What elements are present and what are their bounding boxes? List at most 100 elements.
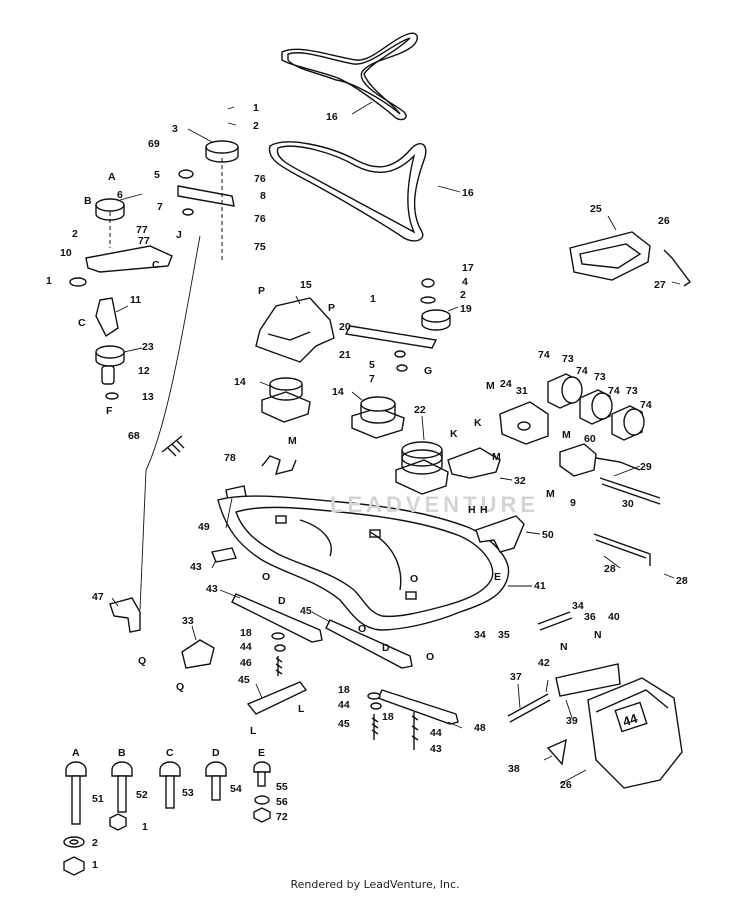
callout: 42 [538, 657, 550, 669]
callout: 37 [510, 671, 522, 683]
callout: 44 [430, 727, 442, 739]
callout: 69 [148, 138, 160, 150]
hardware-letter: A [72, 747, 80, 759]
ref-letter: M [562, 429, 571, 441]
hardware-number: 1 [142, 821, 148, 833]
bracket-48 [109, 597, 141, 633]
belt-guard-15 [255, 297, 335, 363]
callout: 18 [382, 711, 394, 723]
callout: 74 [538, 349, 550, 361]
callout: 15 [300, 279, 312, 291]
callout: 78 [224, 452, 236, 464]
idler-bracket-24 [499, 401, 549, 445]
callout: 2 [72, 228, 78, 240]
callout: 7 [157, 201, 163, 213]
callout: 74 [576, 365, 588, 377]
callout: 43 [206, 583, 218, 595]
callout: 23 [142, 341, 154, 353]
ref-letter: C [78, 317, 86, 329]
belt-16-lower [268, 141, 427, 242]
hardware-number: 2 [92, 837, 98, 849]
callout: 18 [338, 684, 350, 696]
chute-badge-text: 44 [621, 710, 640, 729]
hardware-number: 52 [136, 789, 148, 801]
callout: 49 [198, 521, 210, 533]
hardware-labels: A 51 B 52 C 53 D 54 E 55 1 2 1 56 72 [72, 747, 288, 871]
reference-letters: A B C J C F P P G M M M M M K K H H E O … [78, 171, 602, 737]
callout: 75 [254, 241, 266, 253]
callout: 7 [369, 373, 375, 385]
ref-letter: N [560, 641, 568, 653]
callout: 30 [622, 498, 634, 510]
callout-labels: 1 2 3 69 5 76 8 7 76 75 6 77 77 2 10 1 1… [46, 102, 670, 791]
belt-16-upper [281, 32, 418, 121]
callout: 73 [562, 353, 574, 365]
hardware-letter: E [258, 747, 265, 759]
blade-hardware-left [271, 632, 286, 676]
ref-letter: P [258, 285, 265, 297]
rod-28 [593, 533, 651, 566]
ref-letter: G [424, 365, 432, 377]
ref-letter: O [358, 623, 366, 635]
spindle-14-center [351, 396, 405, 439]
callout: 4 [462, 276, 468, 288]
bracket-25 [569, 231, 651, 281]
ref-letter: M [546, 488, 555, 500]
callout: 11 [130, 294, 141, 306]
callout: 44 [240, 641, 252, 653]
callout: 12 [138, 365, 150, 377]
ref-letter: Q [176, 681, 184, 693]
callout: 5 [369, 359, 375, 371]
blade-43-center [325, 619, 413, 669]
callout: 27 [654, 279, 666, 291]
ref-letter: O [426, 651, 434, 663]
decal-49 [211, 547, 237, 563]
callout: 45 [338, 718, 350, 730]
ref-letter: K [474, 417, 482, 429]
roller-73-b [579, 389, 613, 425]
bracket-35 [537, 611, 573, 631]
rod-42 [507, 693, 551, 723]
hardware-number: 53 [182, 787, 194, 799]
callout: 28 [604, 563, 616, 575]
bracket-37 [555, 663, 621, 697]
callout: 14 [234, 376, 246, 388]
idler-assembly-left [69, 140, 239, 611]
callout: 20 [339, 321, 351, 333]
callout: 48 [474, 722, 486, 734]
callout: 74 [640, 399, 652, 411]
ref-letter: A [108, 171, 116, 183]
deflector-39 [546, 738, 567, 766]
ref-letter: D [278, 595, 286, 607]
callout: 21 [339, 349, 351, 361]
callout: 19 [460, 303, 472, 315]
callout: 45 [300, 605, 312, 617]
callout: 18 [240, 627, 252, 639]
bracket-29-31 [559, 443, 641, 477]
hanger-46 [246, 681, 308, 715]
hardware-number: 54 [230, 783, 242, 795]
ref-letter: H [468, 504, 476, 516]
ref-letter: F [106, 405, 113, 417]
callout: 10 [60, 247, 72, 259]
ref-letter: C [152, 259, 160, 271]
callout: 1 [46, 275, 52, 287]
callout: 31 [516, 385, 528, 397]
callout: 73 [626, 385, 638, 397]
callout: 24 [500, 378, 512, 390]
hardware-letter: C [166, 747, 174, 759]
ref-letter: H [480, 504, 488, 516]
callout: 1 [370, 293, 376, 305]
ref-letter: K [450, 428, 458, 440]
callout: 25 [590, 203, 602, 215]
hardware-letter: B [118, 747, 126, 759]
ref-letter: B [84, 195, 92, 207]
hardware-number: 51 [92, 793, 104, 805]
blade-hardware-center [411, 712, 419, 750]
callout: 35 [498, 629, 510, 641]
roller-73-c [611, 405, 645, 441]
spindle-14-left [261, 377, 311, 423]
callout: 43 [190, 561, 202, 573]
callout: 13 [142, 391, 154, 403]
ref-letter: N [594, 629, 602, 641]
